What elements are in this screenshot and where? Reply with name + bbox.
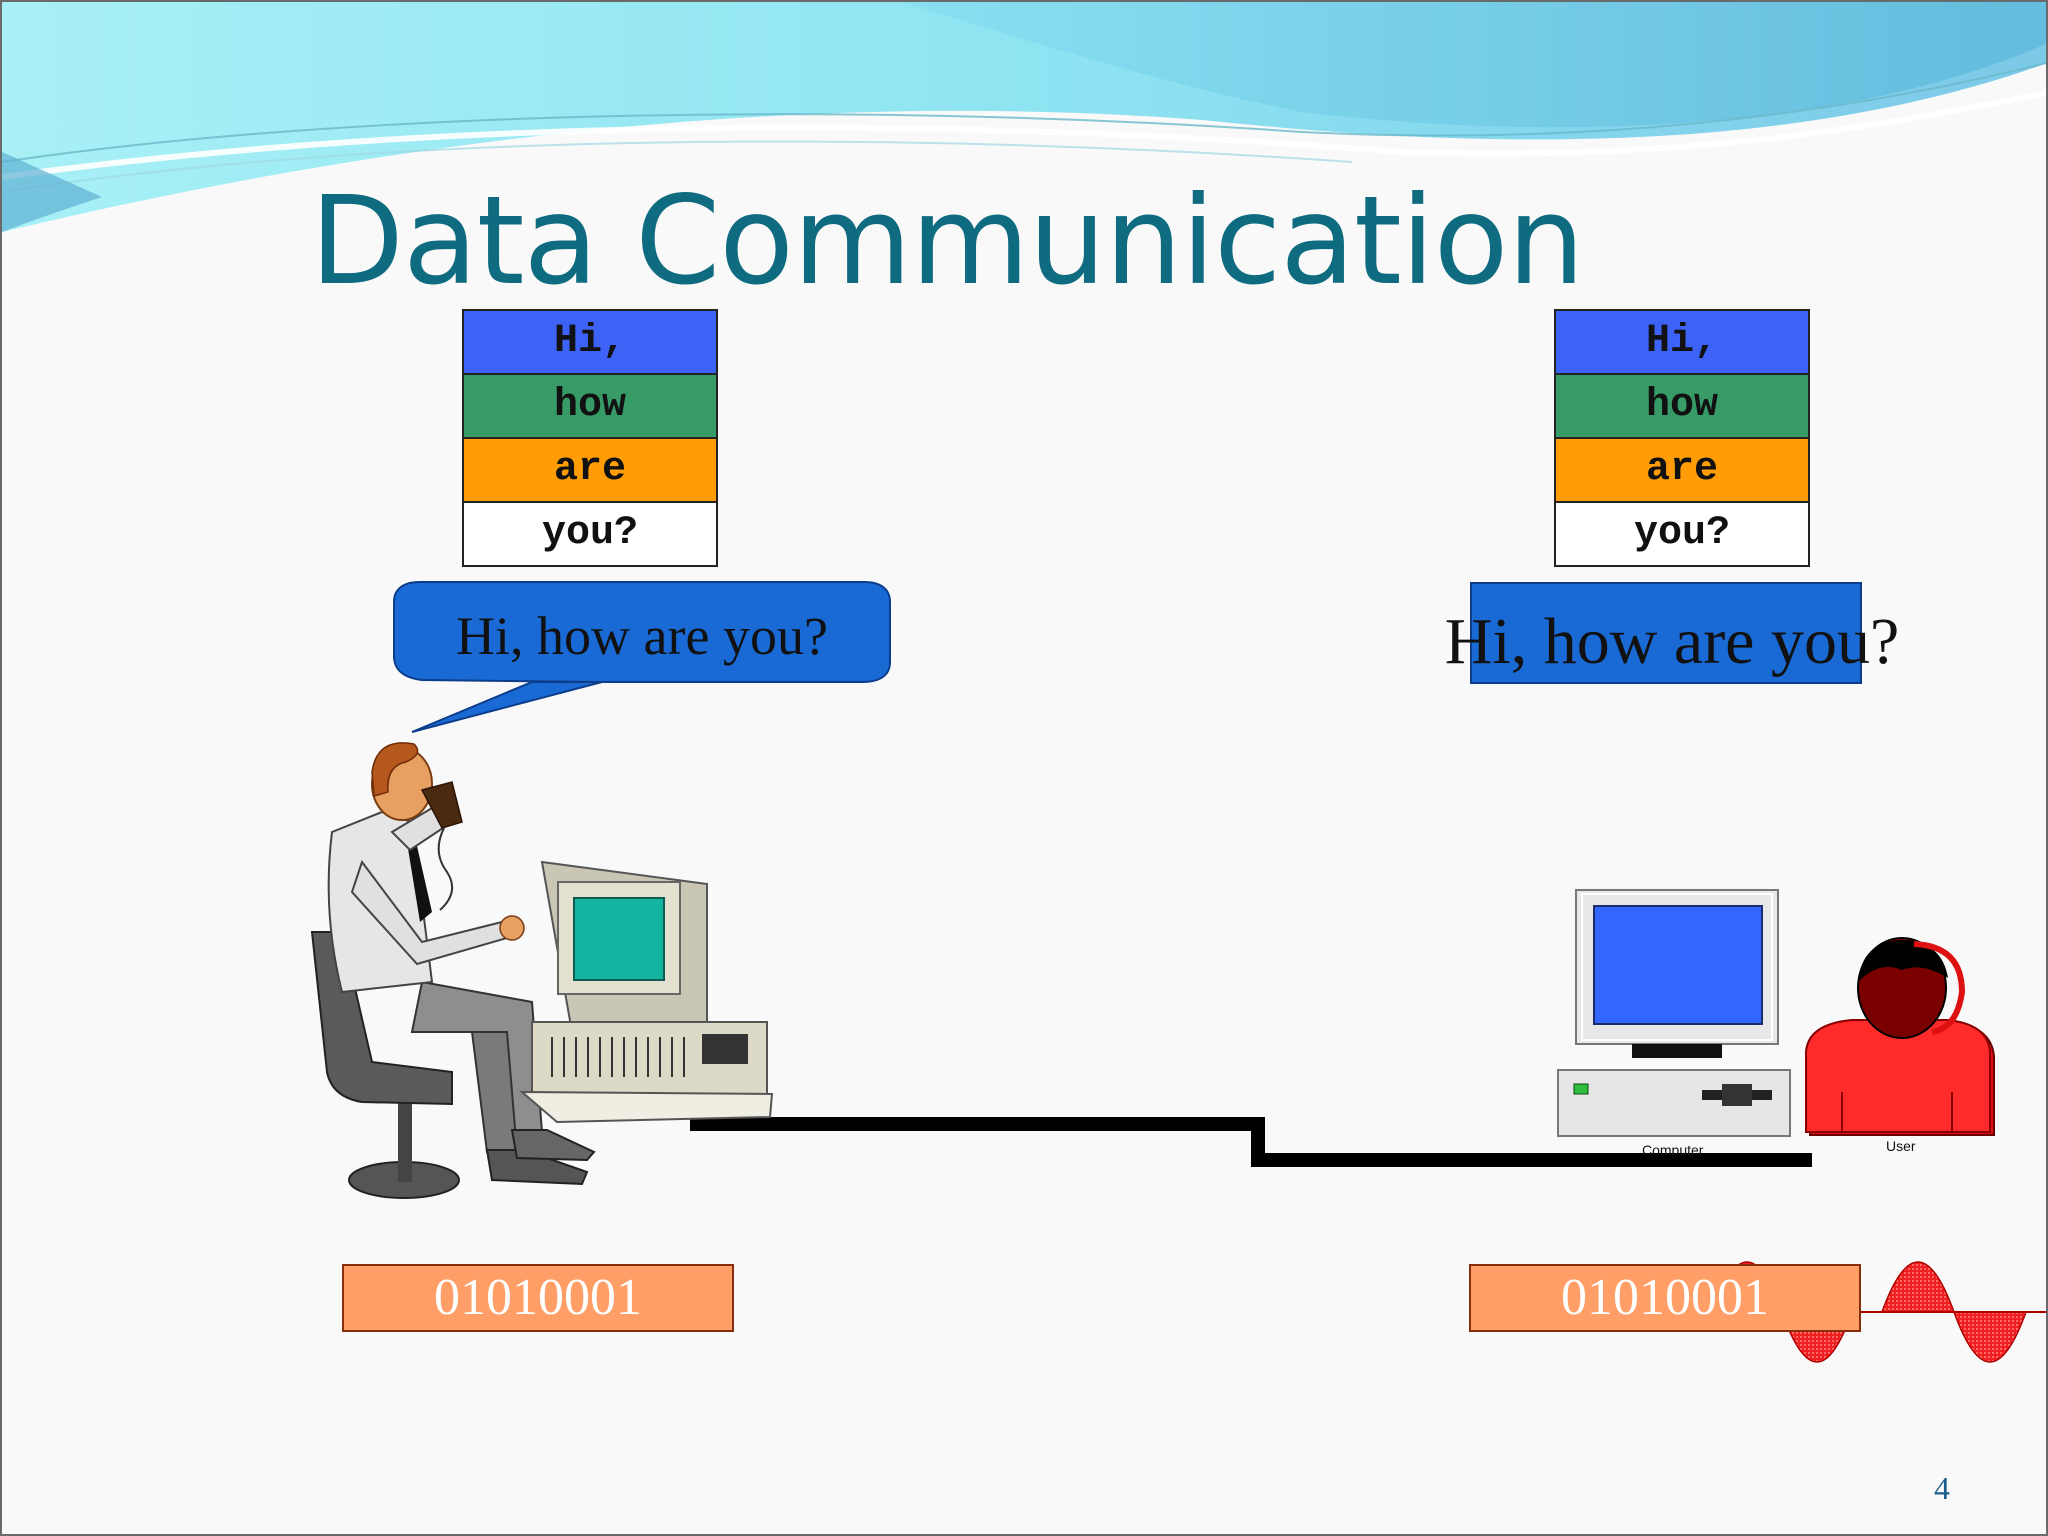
receiver-computer-icon [1557, 889, 1791, 1137]
sender-message-stack: Hi, how are you? [462, 309, 718, 567]
receiver-word-4: you? [1554, 501, 1810, 567]
user-caption: User [1886, 1138, 1916, 1154]
sender-word-4: you? [462, 501, 718, 567]
page-number: 4 [1934, 1470, 1950, 1506]
receiver-word-1: Hi, [1554, 309, 1810, 375]
speech-bubble-text: Hi, how are you? [456, 606, 828, 666]
receiver-word-3: are [1554, 437, 1810, 503]
receiver-bits-box: 01010001 [1469, 1264, 1861, 1332]
sender-word-3: are [462, 437, 718, 503]
received-message-box [1470, 582, 1862, 684]
slide-title: Data Communication [310, 170, 1585, 312]
receiver-user-icon [1805, 937, 1995, 1136]
sender-person-at-computer-icon [310, 742, 774, 1199]
header-wave-decoration [2, 2, 2046, 232]
received-message-text: Hi, how are you? [1444, 605, 1900, 678]
sender-bits-box: 01010001 [342, 1264, 734, 1332]
computer-caption: Computer [1642, 1142, 1704, 1158]
receiver-message-stack: Hi, how are you? [1554, 309, 1810, 567]
